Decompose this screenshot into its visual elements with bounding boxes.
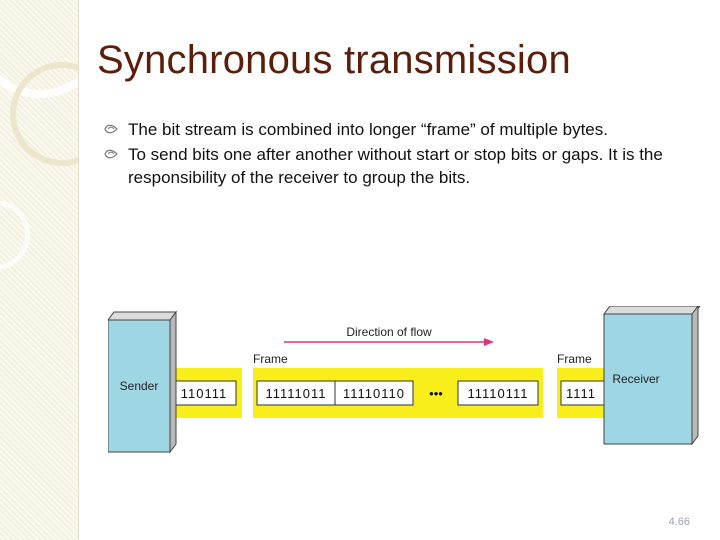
bits-box [334,380,414,406]
receiver-box [603,313,693,445]
decorative-ring [0,200,30,270]
sender-box [108,319,171,453]
receiver-box-top [603,306,701,315]
frame-bits: 11110111 [467,386,528,401]
bullet-text: The bit stream is combined into longer “… [128,120,608,139]
direction-label: Direction of flow [346,325,432,339]
bullet-text: To send bits one after another without s… [128,145,663,187]
frame-bits: 11111011 [265,386,326,401]
frame-label-left: Frame [253,352,288,366]
bullet-icon [104,149,118,159]
bullet-list: The bit stream is combined into longer “… [104,118,714,191]
bullet-item: The bit stream is combined into longer “… [104,118,714,141]
bullet-icon [104,124,118,134]
synchronous-transmission-diagram: Direction of flow Frame Frame 110111 111… [108,306,702,456]
direction-arrow-head [484,338,494,346]
diagram-svg: Direction of flow Frame Frame 110111 111… [108,306,701,454]
frame-label-right: Frame [557,352,592,366]
frame-ellipsis: ••• [429,386,443,401]
bullet-item: To send bits one after another without s… [104,143,714,189]
bits-right: 1111 [566,386,596,401]
decorative-sidebar [0,0,79,540]
sender-box-side [169,310,177,454]
sender-box-top [108,311,177,321]
bits-box [457,380,539,406]
page-number: 4.66 [668,516,690,528]
slide-title: Synchronous transmission [97,38,571,82]
bits-box-left [171,380,237,406]
receiver-box-side [691,306,699,446]
decorative-ring [10,62,78,166]
bits-left: 110111 [181,386,228,401]
receiver-label: Receiver [612,372,659,386]
sender-label: Sender [120,379,159,393]
frame-bits: 11110110 [343,386,405,401]
bits-box [256,380,336,406]
